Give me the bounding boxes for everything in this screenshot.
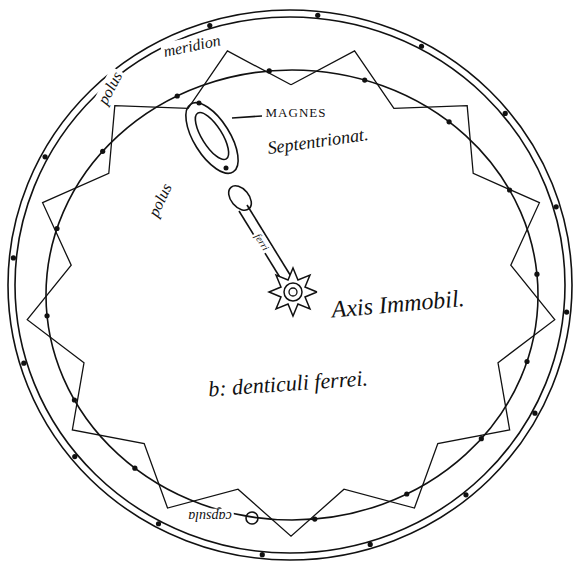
part-label: Axis Immobil. <box>328 285 467 323</box>
small-circle <box>197 101 259 525</box>
magnet-label: MAGNES <box>264 106 329 120</box>
inner-rim <box>46 70 538 520</box>
part-label: Septentrionat. <box>264 125 371 159</box>
outer-rim <box>8 10 572 560</box>
part-label: polus <box>93 67 127 109</box>
part-label: capsula <box>186 508 234 523</box>
magnet-arm <box>176 95 292 284</box>
part-label: polus <box>144 179 176 221</box>
part-label: b: denticuli ferrei. <box>205 366 370 402</box>
outer-rim <box>15 17 565 553</box>
iron-teeth <box>27 51 554 536</box>
axis-star <box>269 268 317 316</box>
rim-dots <box>11 13 569 557</box>
